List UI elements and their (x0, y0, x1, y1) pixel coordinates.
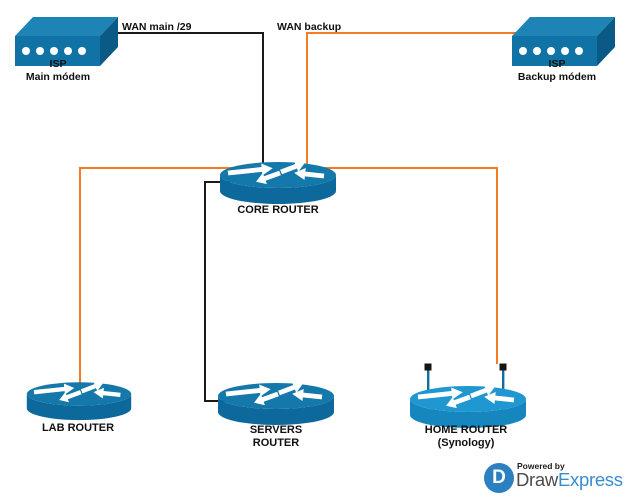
powered-by-label: Powered by (517, 461, 565, 471)
modem-led-dots (22, 47, 86, 55)
link-wan-backup (306, 32, 517, 170)
drawexpress-logo-icon: D (484, 463, 514, 493)
main-modem-label: ISP Main módem (8, 58, 108, 83)
link-core-lab (79, 167, 232, 386)
main-modem-label-line2: Main módem (25, 70, 91, 83)
wan-backup-link-label: WAN backup (277, 21, 342, 33)
link-core-home (324, 167, 498, 364)
core-router-icon (220, 157, 336, 204)
lab-router-icon (27, 378, 131, 420)
wan-main-link-label: WAN main /29 (122, 21, 192, 33)
home-router-label-line2: (Synology) (437, 436, 495, 449)
link-core-servers (204, 181, 230, 402)
main-modem-label-line1: ISP (49, 58, 67, 70)
link-wan-main (104, 32, 264, 170)
backup-modem-icon (512, 17, 615, 66)
modem-led-dots (519, 47, 583, 55)
backup-modem-label-line2: Backup módem (517, 70, 597, 83)
lab-router-label: LAB ROUTER (41, 422, 115, 434)
core-router-label: CORE ROUTER (237, 204, 319, 216)
brand-express-text: Express (557, 469, 623, 490)
brand-draw-text: Draw (516, 469, 558, 490)
home-router-label-line1: HOME ROUTER (424, 424, 508, 436)
drawexpress-wordmark: DrawExpress (516, 469, 623, 491)
servers-router-label-line1: SERVERS (249, 424, 303, 436)
servers-router-icon (218, 378, 334, 425)
antenna-icons (424, 363, 507, 393)
home-router-label: HOME ROUTER (Synology) (406, 424, 526, 449)
servers-router-label: SERVERS ROUTER (216, 424, 336, 449)
backup-modem-label-line1: ISP (548, 58, 566, 70)
servers-router-label-line2: ROUTER (252, 436, 300, 449)
backup-modem-label: ISP Backup módem (507, 58, 607, 83)
main-modem-icon (15, 17, 118, 66)
link-lines (79, 32, 517, 402)
